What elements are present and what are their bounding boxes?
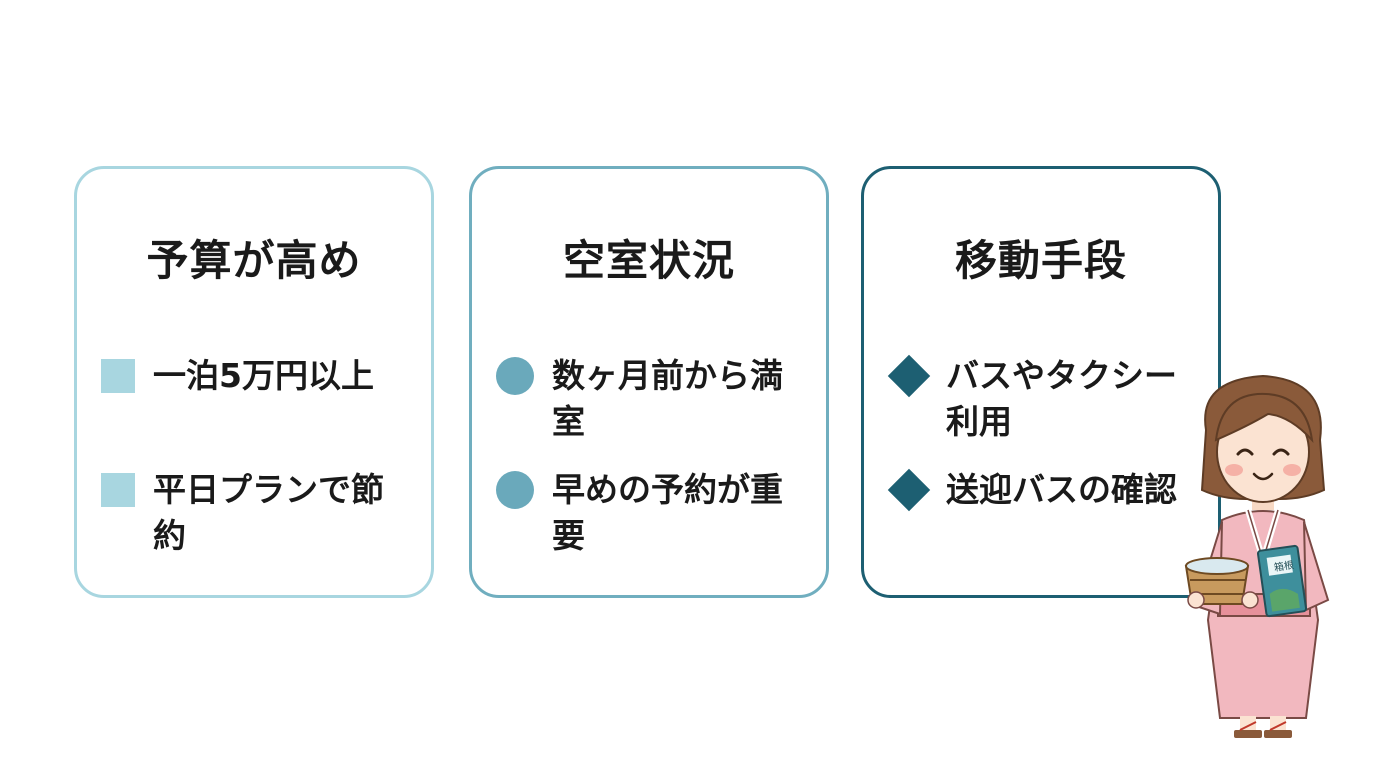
circle-icon [496, 471, 534, 509]
circle-icon [496, 357, 534, 395]
list-item: 早めの予約が重要 [496, 467, 816, 559]
list-item-text: 送迎バスの確認 [946, 470, 1177, 509]
diamond-icon [887, 468, 931, 512]
card-title: 移動手段 [954, 236, 1127, 285]
card-title: 予算が高め [146, 236, 362, 285]
list-item-text: 早めの予約が重要 [552, 470, 783, 555]
diamond-icon [887, 354, 931, 398]
list-item-text: 一泊5万円以上 [153, 356, 374, 395]
list-item-text: 平日プランで節約 [153, 470, 384, 555]
list-item: 数ヶ月前から満室 [496, 353, 816, 445]
card-availability: 空室状況 数ヶ月前から満室 早めの予約が重要 [469, 166, 829, 598]
square-icon [101, 359, 135, 393]
list-item: バスやタクシー利用 [887, 353, 1208, 445]
card-title: 空室状況 [562, 236, 735, 285]
list-item: 平日プランで節約 [101, 467, 421, 559]
square-icon [101, 473, 135, 507]
list-item: 送迎バスの確認 [887, 467, 1208, 513]
list-item-text: 数ヶ月前から満室 [552, 356, 783, 441]
book-label: 箱根 [1273, 558, 1295, 574]
list-item-text: バスやタクシー利用 [946, 356, 1177, 441]
list-item: 一泊5万円以上 [101, 353, 421, 399]
card-transport: 移動手段 バスやタクシー利用 送迎バスの確認 [861, 166, 1221, 598]
yukata-woman-illustration: 箱根 [1184, 374, 1330, 738]
card-budget: 予算が高め 一泊5万円以上 平日プランで節約 [74, 166, 434, 598]
